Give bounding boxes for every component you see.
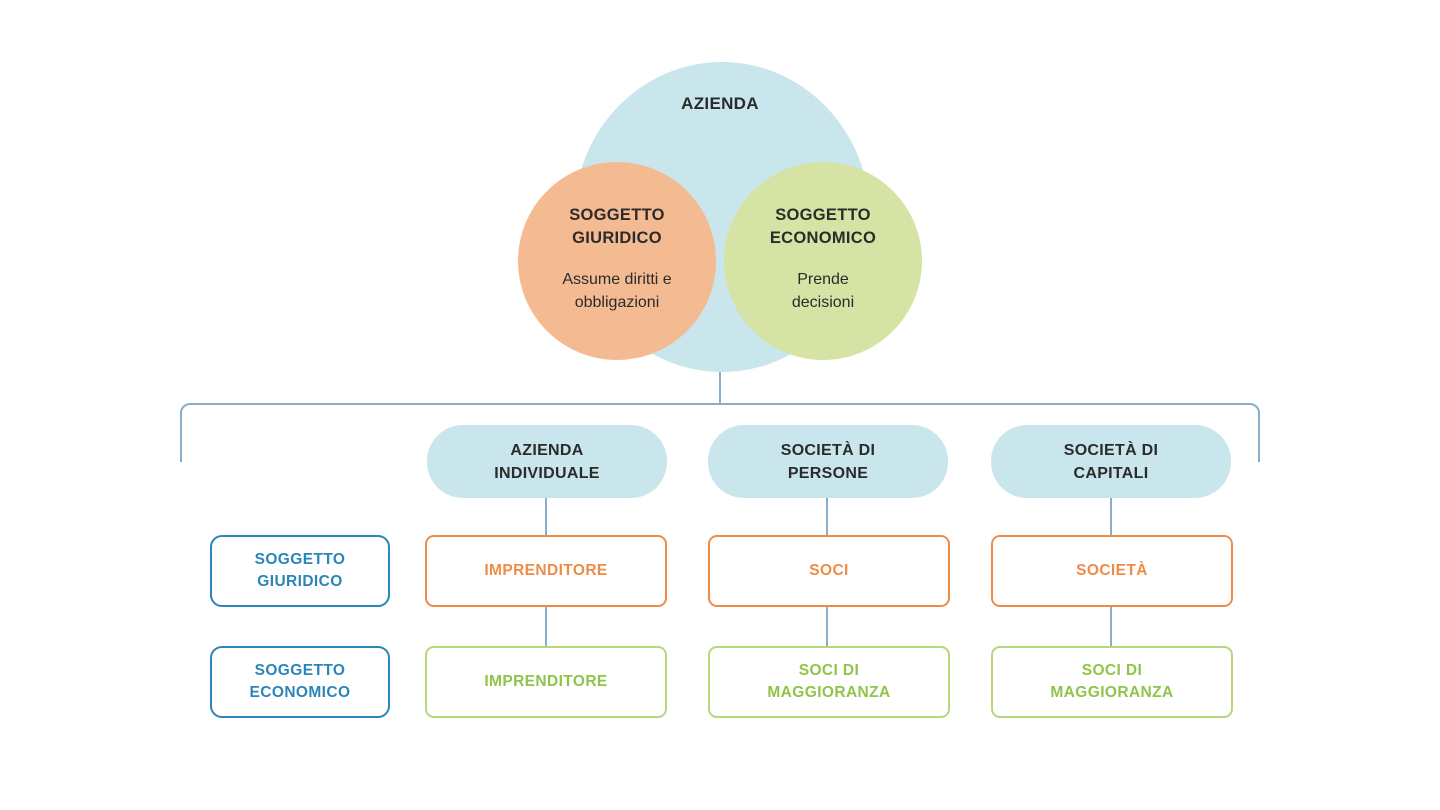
connector-bracket-left: [180, 412, 182, 462]
azienda-title: AZIENDA: [681, 94, 759, 113]
soggetto-economico-description: Prende decisioni: [791, 271, 855, 311]
connector-bracket-top: [188, 403, 1252, 405]
category-label: SOCIETÀ DI CAPITALI: [1063, 441, 1159, 482]
category-label: AZIENDA INDIVIDUALE: [494, 441, 600, 482]
soggetto-giuridico-description: Assume diritti e obbligazioni: [562, 271, 672, 311]
economico-societa-di-persone: SOCI DI MAGGIORANZA: [708, 646, 950, 718]
cell-label: SOCI DI MAGGIORANZA: [767, 662, 891, 701]
soggetto-giuridico-title: SOGGETTO GIURIDICO: [569, 206, 665, 247]
economico-azienda-individuale: IMPRENDITORE: [425, 646, 667, 718]
connector-col3-upper: [1110, 498, 1112, 535]
cell-label: SOCI DI MAGGIORANZA: [1050, 662, 1174, 701]
connector-col2-upper: [826, 498, 828, 535]
connector-col2-lower: [826, 607, 828, 646]
row-label-soggetto-giuridico: SOGGETTO GIURIDICO: [210, 535, 390, 607]
soggetto-economico-text: SOGGETTO ECONOMICO Prende decisioni: [724, 204, 922, 314]
row-label-soggetto-economico: SOGGETTO ECONOMICO: [210, 646, 390, 718]
cell-label: IMPRENDITORE: [484, 562, 608, 579]
connector-col1-upper: [545, 498, 547, 535]
category-societa-di-capitali: SOCIETÀ DI CAPITALI: [991, 425, 1231, 498]
economico-societa-di-capitali: SOCI DI MAGGIORANZA: [991, 646, 1233, 718]
connector-bracket-left-arc: [180, 403, 190, 413]
connector-bracket-right: [1258, 412, 1260, 462]
giuridico-societa-di-persone: SOCI: [708, 535, 950, 607]
cell-label: IMPRENDITORE: [484, 673, 608, 690]
connector-bracket-right-arc: [1250, 403, 1260, 413]
connector-col3-lower: [1110, 607, 1112, 646]
category-societa-di-persone: SOCIETÀ DI PERSONE: [708, 425, 948, 498]
connector-trunk: [719, 372, 721, 405]
category-azienda-individuale: AZIENDA INDIVIDUALE: [427, 425, 667, 498]
giuridico-azienda-individuale: IMPRENDITORE: [425, 535, 667, 607]
soggetto-giuridico-text: SOGGETTO GIURIDICO Assume diritti e obbl…: [518, 204, 716, 314]
cell-label: SOCIETÀ: [1076, 562, 1148, 579]
giuridico-societa-di-capitali: SOCIETÀ: [991, 535, 1233, 607]
soggetto-giuridico-circle: [518, 162, 716, 360]
soggetto-economico-circle: [724, 162, 922, 360]
category-label: SOCIETÀ DI PERSONE: [780, 441, 876, 482]
row-label-text: SOGGETTO GIURIDICO: [254, 551, 346, 590]
connector-col1-lower: [545, 607, 547, 646]
soggetto-economico-title: SOGGETTO ECONOMICO: [769, 206, 877, 247]
row-label-text: SOGGETTO ECONOMICO: [249, 662, 351, 701]
cell-label: SOCI: [809, 562, 849, 579]
